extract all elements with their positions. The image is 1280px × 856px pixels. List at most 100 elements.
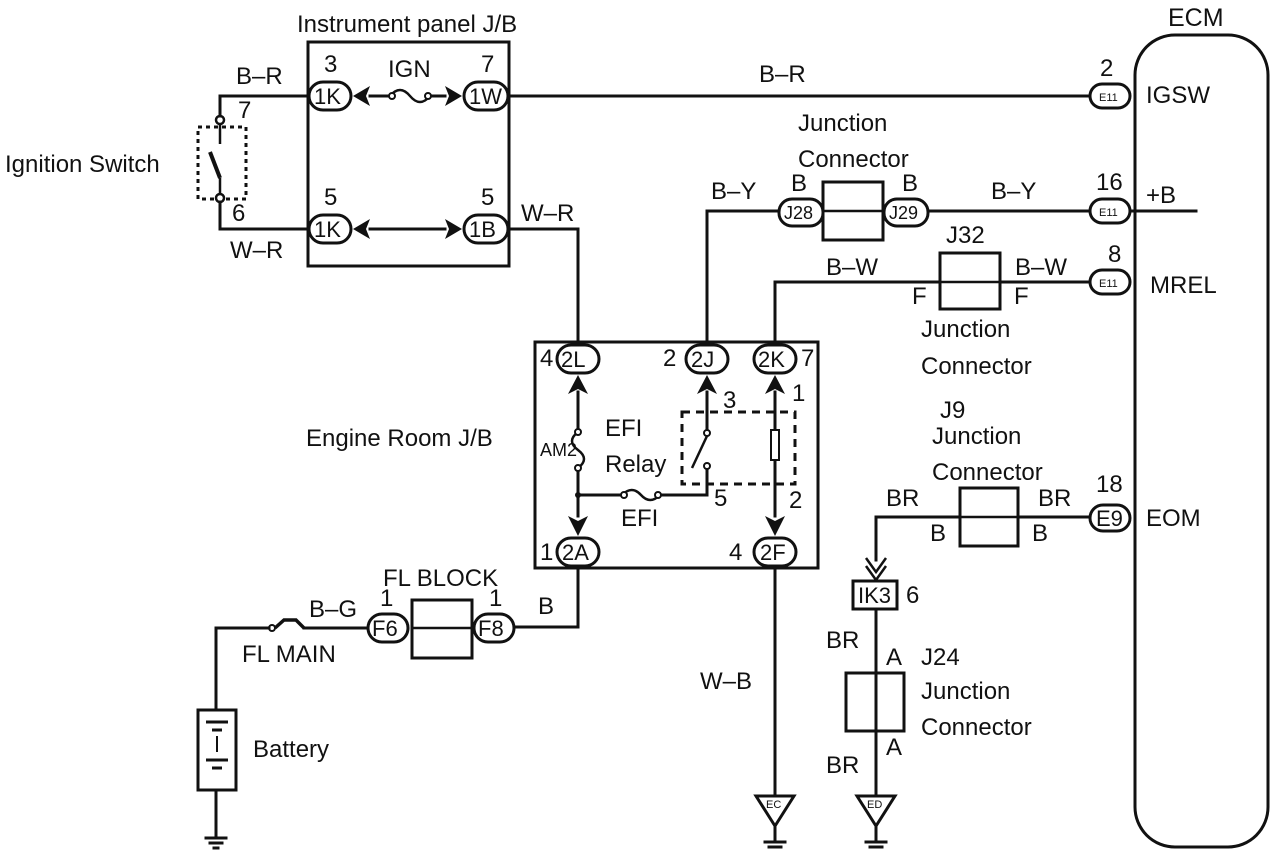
svg-text:A: A: [886, 734, 902, 761]
battery: Battery: [196, 708, 329, 792]
svg-text:7: 7: [801, 345, 814, 372]
svg-text:B: B: [538, 593, 554, 620]
svg-text:7: 7: [481, 51, 494, 78]
svg-text:B–R: B–R: [759, 61, 806, 88]
svg-text:BR: BR: [1038, 485, 1071, 512]
svg-text:3: 3: [324, 51, 337, 78]
fl-block-label: FL BLOCK: [383, 565, 498, 592]
svg-text:J28: J28: [784, 203, 813, 223]
svg-text:5: 5: [481, 184, 494, 211]
svg-text:1: 1: [380, 585, 393, 612]
svg-text:1: 1: [792, 380, 805, 407]
ecm-terminal-eom: E9 18 EOM: [1088, 471, 1201, 533]
svg-text:6: 6: [232, 200, 245, 227]
ecm-block: ECM: [1133, 4, 1270, 849]
ip-conn-1k-top: 1K 3: [307, 51, 353, 112]
svg-text:W–R: W–R: [521, 200, 574, 227]
ecm-title: ECM: [1168, 4, 1224, 32]
svg-text:BR: BR: [826, 627, 859, 654]
svg-text:B: B: [930, 520, 946, 547]
svg-text:B–Y: B–Y: [991, 178, 1036, 205]
svg-text:3: 3: [723, 387, 736, 414]
svg-text:B–W: B–W: [826, 254, 878, 281]
svg-text:J24: J24: [921, 644, 960, 671]
erjb-conn-2k: 2K 7: [752, 343, 814, 375]
ip-conn-1b: 1B 5: [462, 184, 510, 245]
svg-text:W–R: W–R: [230, 237, 283, 264]
junction-connector-j28-j29: Junction Connector: [798, 110, 909, 242]
svg-text:J29: J29: [889, 203, 918, 223]
svg-text:2L: 2L: [561, 347, 585, 372]
svg-text:E9: E9: [1096, 506, 1123, 531]
svg-text:1B: 1B: [469, 217, 496, 242]
svg-text:F: F: [912, 283, 927, 310]
svg-text:5: 5: [714, 485, 727, 512]
svg-text:Junction: Junction: [921, 678, 1010, 705]
svg-text:8: 8: [1108, 241, 1121, 268]
svg-text:+B: +B: [1146, 182, 1176, 209]
svg-text:B: B: [1032, 520, 1048, 547]
svg-text:BR: BR: [886, 485, 919, 512]
svg-text:2F: 2F: [760, 540, 786, 565]
ignition-switch: Ignition Switch 7 6 B–R W–R: [5, 63, 283, 264]
svg-text:IK3: IK3: [858, 583, 891, 608]
efi-relay-line2: Relay: [605, 451, 666, 478]
svg-text:A: A: [886, 644, 902, 671]
svg-text:7: 7: [238, 97, 251, 124]
svg-text:J9: J9: [940, 397, 965, 424]
svg-text:4: 4: [729, 539, 742, 566]
svg-text:IGSW: IGSW: [1146, 82, 1210, 109]
ip-conn-1w: 1W 7: [462, 51, 510, 112]
svg-text:E11: E11: [1099, 278, 1118, 290]
svg-text:J32: J32: [946, 222, 985, 249]
svg-text:Junction: Junction: [798, 110, 887, 137]
svg-text:16: 16: [1096, 169, 1123, 196]
svg-text:E11: E11: [1099, 92, 1118, 104]
svg-text:Connector: Connector: [921, 353, 1032, 380]
svg-text:6: 6: [906, 582, 919, 609]
svg-text:MREL: MREL: [1150, 272, 1217, 299]
svg-text:1: 1: [540, 539, 553, 566]
svg-text:Connector: Connector: [921, 714, 1032, 741]
svg-text:Junction: Junction: [932, 423, 1021, 450]
svg-text:B: B: [902, 170, 918, 197]
fl-main-label: FL MAIN: [242, 641, 336, 668]
svg-text:2K: 2K: [758, 347, 785, 372]
svg-text:B–R: B–R: [236, 63, 283, 90]
ign-fuse-label: IGN: [388, 56, 431, 83]
svg-text:B–Y: B–Y: [711, 178, 756, 205]
fl-block: FL BLOCK: [383, 565, 498, 660]
svg-text:1: 1: [489, 585, 502, 612]
efi-fuse-label: EFI: [621, 505, 658, 532]
svg-text:5: 5: [324, 184, 337, 211]
conn-j29: J29 B: [882, 170, 930, 228]
conn-j28: J28 B: [777, 170, 825, 228]
am2-label: AM2: [540, 440, 577, 460]
svg-text:Connector: Connector: [932, 459, 1043, 486]
svg-text:1K: 1K: [314, 84, 341, 109]
svg-text:ED: ED: [867, 799, 882, 811]
svg-text:F: F: [1014, 283, 1029, 310]
junction-connector-j32: J32 F F Junction Connector: [912, 222, 1032, 380]
svg-text:2J: 2J: [691, 347, 714, 372]
svg-text:B–G: B–G: [309, 596, 357, 623]
ground-ed: ED: [854, 794, 898, 849]
svg-text:BR: BR: [826, 752, 859, 779]
svg-text:18: 18: [1096, 471, 1123, 498]
svg-text:F6: F6: [372, 616, 398, 641]
erjb-conn-2j: 2J 2: [663, 343, 730, 375]
svg-text:2A: 2A: [562, 540, 589, 565]
svg-text:W–B: W–B: [700, 668, 752, 695]
svg-text:Connector: Connector: [798, 146, 909, 173]
fl-conn-f6: F6 1: [366, 585, 410, 644]
svg-text:EOM: EOM: [1146, 505, 1201, 532]
erjb-conn-2f: 2F 4: [729, 536, 798, 568]
svg-text:EC: EC: [766, 799, 781, 811]
junction-connector-j9: J9 Junction Connector B B: [930, 397, 1048, 548]
svg-text:2: 2: [1100, 55, 1113, 82]
fl-conn-f8: F8 1: [472, 585, 516, 644]
erjb-conn-2l: 2L 4: [540, 343, 601, 375]
svg-text:E11: E11: [1099, 207, 1118, 219]
svg-text:2: 2: [789, 487, 802, 514]
